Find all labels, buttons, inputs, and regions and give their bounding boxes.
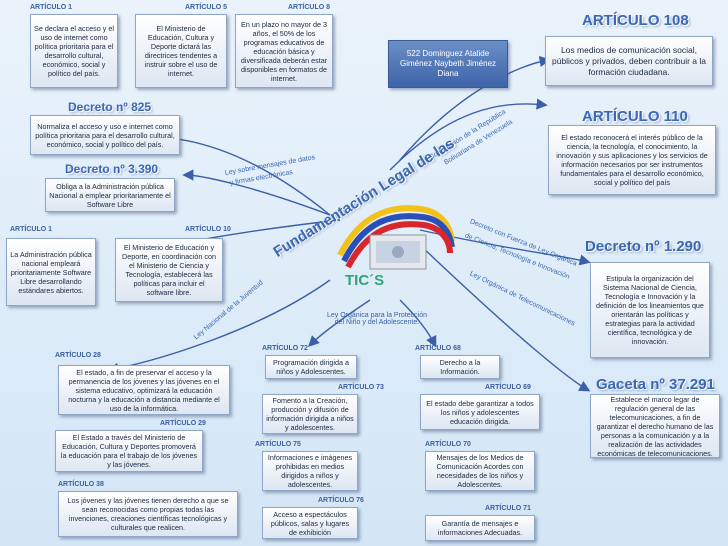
gazette-label: Gaceta nº 37.291 xyxy=(596,376,715,393)
article-72-label: ARTÍCULO 72 xyxy=(262,345,308,352)
article-72-box: Programación dirigida a niños y Adolesce… xyxy=(265,355,357,379)
article-38-box: Los jóvenes y las jóvenes tienen derecho… xyxy=(58,491,238,537)
article-71-box: Garantía de mensajes e informaciones Ade… xyxy=(425,515,535,541)
decree-3390-label: Decreto nº 3.390 xyxy=(65,162,159,176)
article-8-box: En un plazo no mayor de 3 años, el 50% d… xyxy=(235,14,333,88)
article-1b-label: ARTÍCULO 1 xyxy=(10,226,52,233)
article-108-box: Los medios de comunicación social, públi… xyxy=(545,36,713,86)
article-5-label: ARTÍCULO 5 xyxy=(185,4,227,11)
article-38-label: ARTÍCULO 38 xyxy=(58,481,104,488)
article-110-box: El estado reconocerá el interés público … xyxy=(548,125,716,195)
article-28-box: El estado, a fin de preservar el acceso … xyxy=(58,365,230,415)
article-68-box: Derecho a la Información. xyxy=(420,355,500,379)
article-75-box: Informaciones e imágenes prohibidas en m… xyxy=(262,451,358,491)
article-28-label: ARTÍCULO 28 xyxy=(55,352,101,359)
article-76-label: ARTÍCULO 76 xyxy=(318,497,364,504)
article-5-box: El Ministerio de Educación, Cultura y De… xyxy=(135,14,227,88)
article-71-label: ARTÍCULO 71 xyxy=(485,505,531,512)
article-69-label: ARTÍCULO 69 xyxy=(485,384,531,391)
article-70-label: ARTÍCULO 70 xyxy=(425,441,471,448)
article-75-label: ARTÍCULO 75 xyxy=(255,441,301,448)
authors-box: 522 Dominguez Atalide Giménez Naybeth Ji… xyxy=(388,40,508,88)
decree-3390-box: Obliga a la Administración pública Nacio… xyxy=(45,178,175,212)
article-108-label: ARTÍCULO 108 xyxy=(582,12,689,29)
article-10-label: ARTÍCULO 10 xyxy=(185,226,231,233)
article-1b-box: La Administración pública nacional emple… xyxy=(6,238,96,306)
article-69-box: El estado debe garantizar a todos los ni… xyxy=(420,394,540,430)
article-29-label: ARTÍCULO 29 xyxy=(160,420,206,427)
article-70-box: Mensajes de los Medios de Comunicación A… xyxy=(425,451,535,491)
center-illustration xyxy=(337,205,455,270)
article-8-label: ARTÍCULO 8 xyxy=(288,4,330,11)
article-76-box: Acceso a espectáculos públicos, salas y … xyxy=(262,507,358,539)
child-protection-law-note: Ley Orgánica para la Protección del Niño… xyxy=(327,312,427,326)
decree-825-box: Normaliza el acceso y uso e internet com… xyxy=(30,115,180,155)
article-1-box: Se declara el acceso y el uso de interne… xyxy=(30,14,118,88)
decree-1290-box: Estipula la organización del Sistema Nac… xyxy=(590,262,710,358)
article-73-label: ARTÍCULO 73 xyxy=(338,384,384,391)
tics-title: TIC´S xyxy=(345,272,385,289)
gazette-box: Establece el marco legar de regulación g… xyxy=(590,394,720,458)
decree-825-label: Decreto nº 825 xyxy=(68,100,152,114)
decree-1290-label: Decreto nº 1.290 xyxy=(585,238,702,255)
article-29-box: El Estado a través del Ministerio de Edu… xyxy=(55,430,203,472)
article-1-label: ARTÍCULO 1 xyxy=(30,4,72,11)
article-10-box: El Ministerio de Educación y Deporte, en… xyxy=(115,238,223,302)
article-73-box: Fomento a la Creación, producción y difu… xyxy=(262,394,358,434)
article-68-label: ARTÍCULO 68 xyxy=(415,345,461,352)
article-110-label: ARTÍCULO 110 xyxy=(582,108,688,125)
